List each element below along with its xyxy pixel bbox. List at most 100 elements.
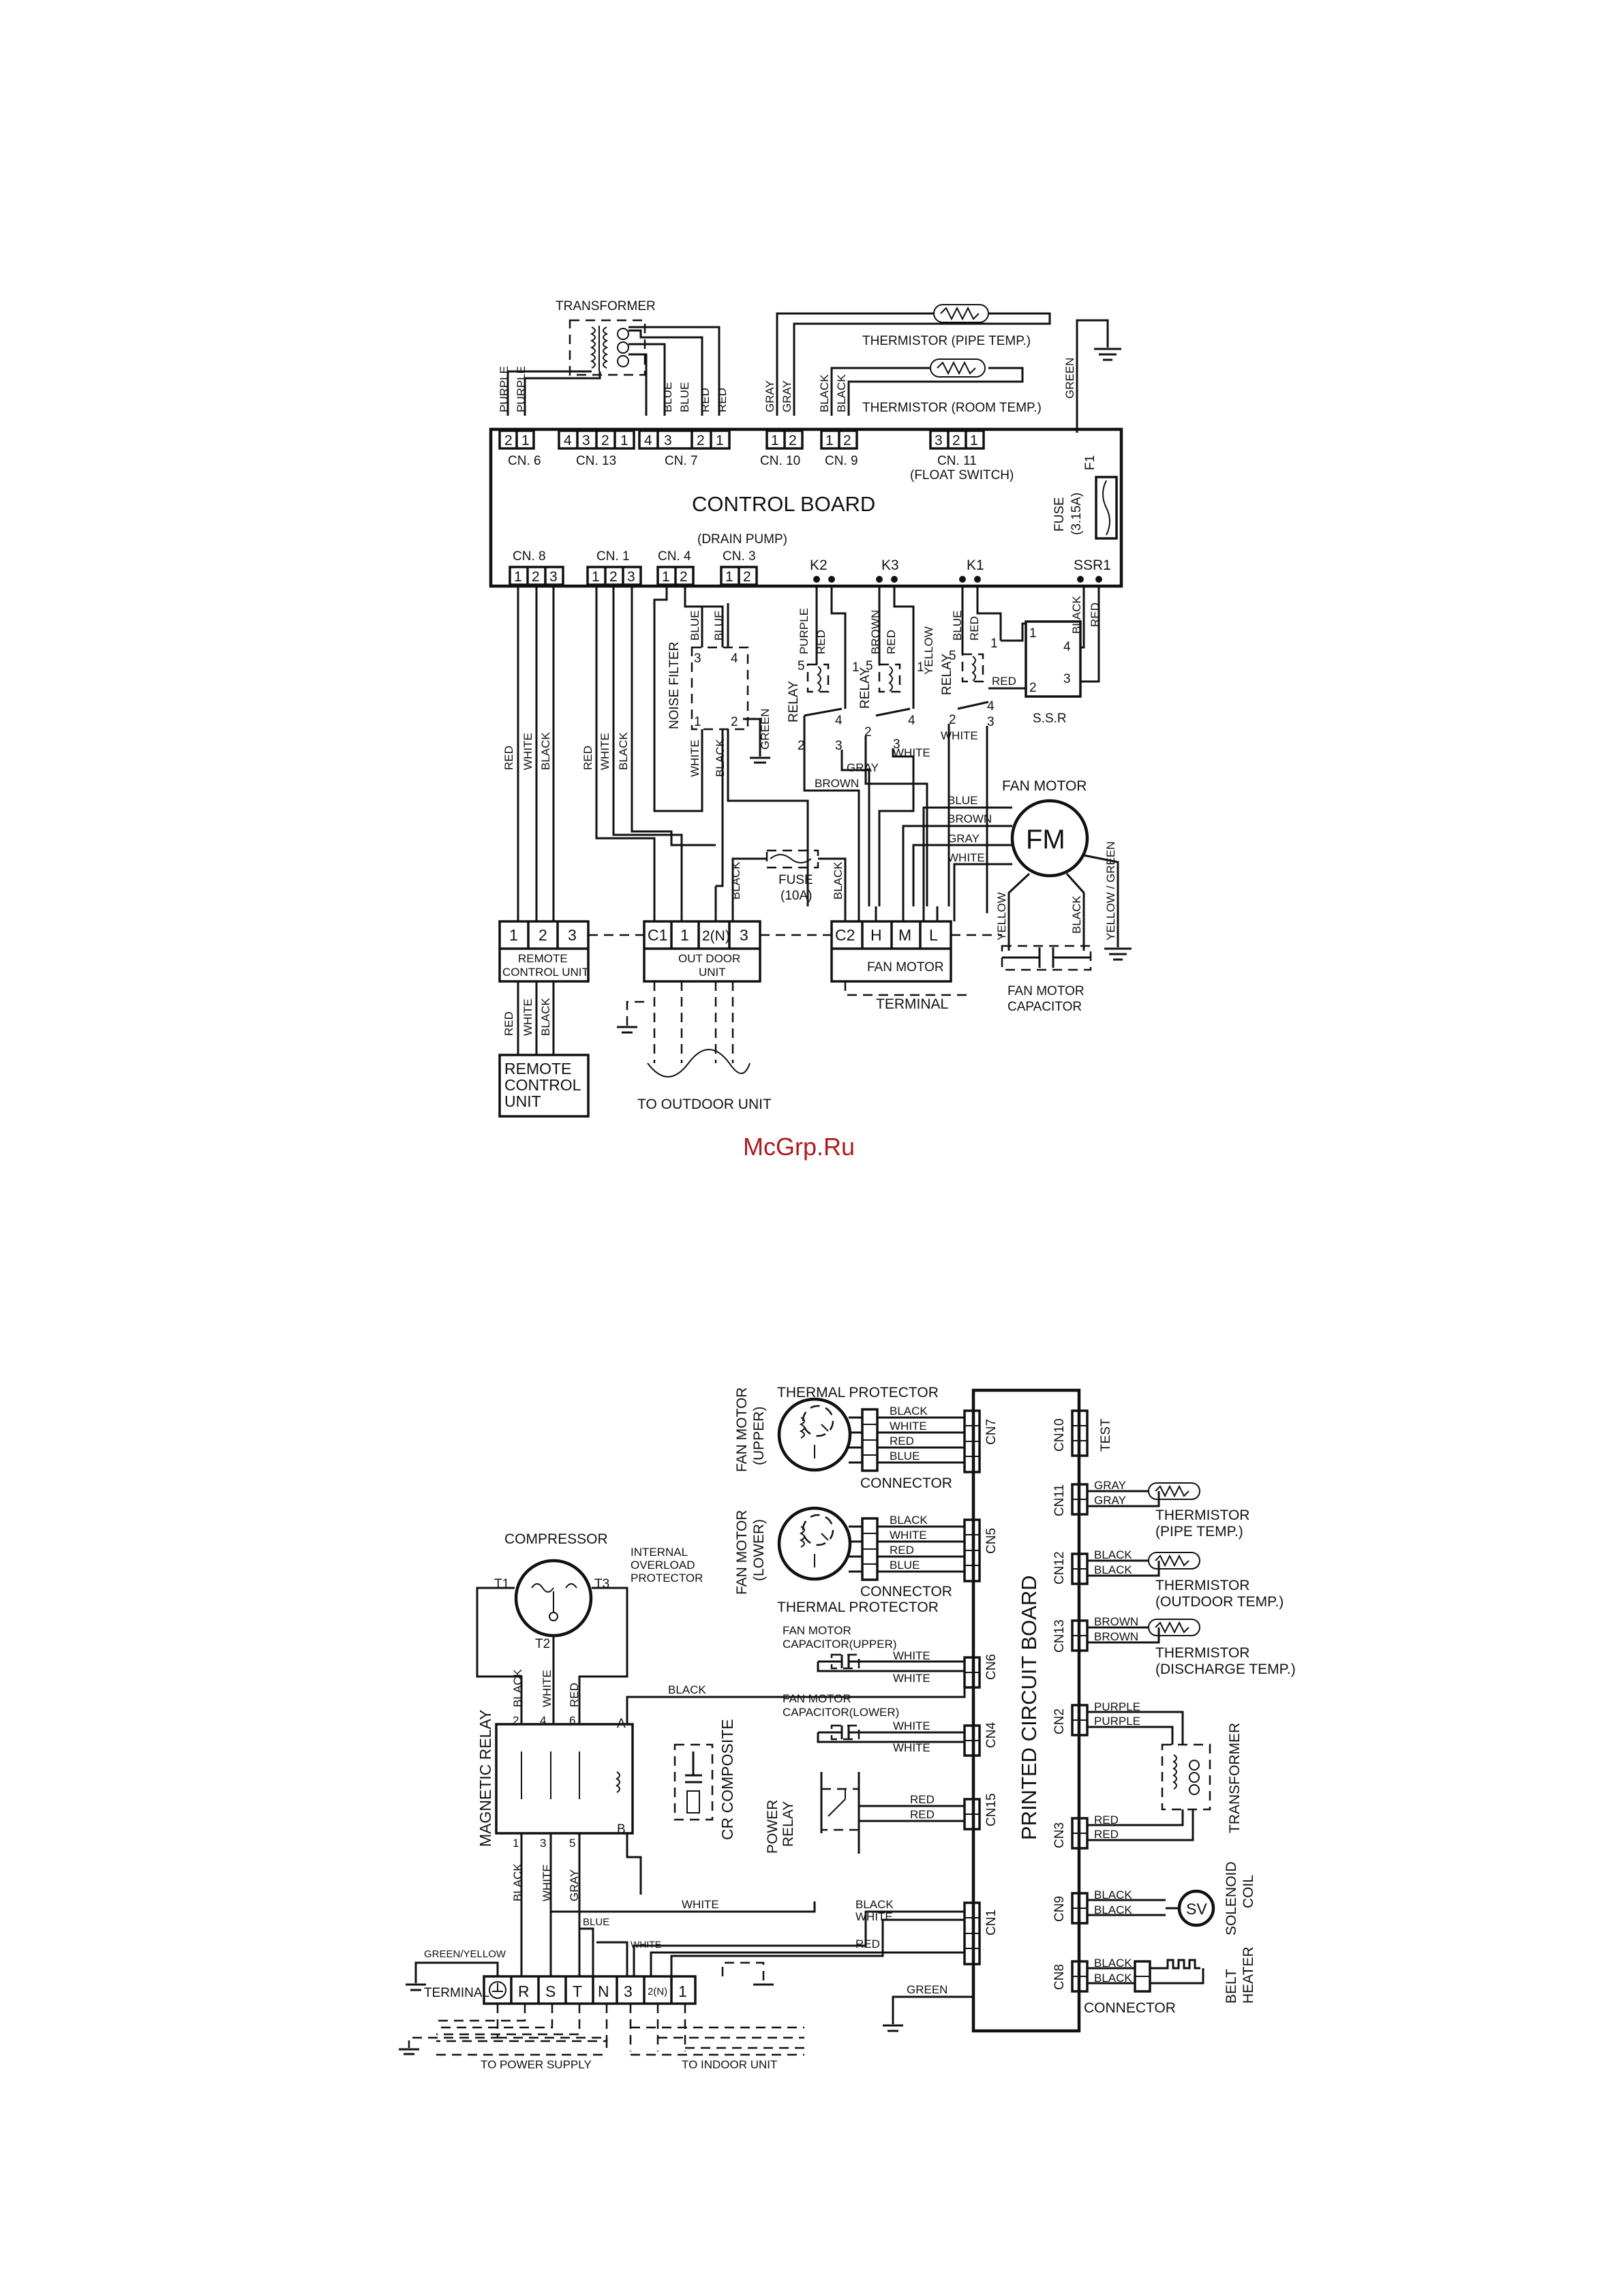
fan-motor: FM FAN MOTOR BLUE BROWN GRAY WHITE YELLO… [902,778,1132,961]
cr-composite: CR COMPOSITE [673,1719,736,1840]
svg-text:BELT: BELT [1224,1969,1239,2004]
svg-text:GREEN: GREEN [907,1983,947,1996]
svg-text:3: 3 [740,926,748,944]
svg-text:2: 2 [680,569,688,585]
svg-text:BLACK: BLACK [1070,896,1083,934]
svg-text:YELLOW: YELLOW [995,892,1008,940]
svg-text:2: 2 [843,433,851,448]
svg-text:CN8: CN8 [1052,1964,1067,1990]
svg-text:RED: RED [1094,1828,1119,1841]
svg-text:H: H [870,926,882,944]
cn6-label: CN. 6 [508,454,541,468]
svg-text:CONTROL UNIT: CONTROL UNIT [502,966,589,979]
svg-text:RELAY: RELAY [858,667,873,709]
svg-text:PROTECTOR: PROTECTOR [631,1572,703,1585]
svg-text:FUSE: FUSE [1052,497,1067,532]
fan-motor-lower: FAN MOTOR (LOWER) BLACK WHITE RED BLUE C… [734,1506,965,1615]
svg-text:RED: RED [1094,1813,1119,1826]
svg-text:NOISE FILTER: NOISE FILTER [667,642,682,729]
to-outdoor-label: TO OUTDOOR UNIT [637,1097,772,1112]
svg-text:BLACK: BLACK [818,374,831,412]
remote-control-unit: REMOTE CONTROL UNIT [498,1054,590,1118]
svg-text:1: 1 [680,926,689,944]
k1-label: K1 [967,557,984,573]
svg-text:GRAY: GRAY [780,380,793,412]
svg-text:RED: RED [1089,602,1102,627]
svg-text:BLACK: BLACK [1094,1957,1132,1970]
svg-text:1: 1 [509,926,518,944]
thermistor-outdoor: BLACK BLACK THERMISTOR (OUTDOOR TEMP.) [1087,1548,1284,1610]
svg-text:BLACK: BLACK [1094,1888,1132,1901]
svg-text:PURPLE: PURPLE [1094,1715,1140,1728]
terminal-remote: 1 2 3 REMOTE CONTROL UNIT [498,906,590,983]
indoor-unit-diagram: TRANSFORMER THERMISTOR (PIPE TEMP.) [489,299,1132,1118]
svg-text:CAPACITOR(UPPER): CAPACITOR(UPPER) [783,1638,897,1651]
terminal-fan-motor: C2 H M L FAN MOTOR [830,906,956,983]
svg-text:4: 4 [644,433,652,448]
fuse-f1: F1 FUSE (3.15A) [1052,455,1118,540]
svg-text:N: N [598,1983,609,2000]
svg-text:TEST: TEST [1099,1418,1113,1452]
svg-text:1: 1 [513,1837,519,1850]
svg-text:S.S.R: S.S.R [1033,711,1067,726]
svg-text:BLACK: BLACK [890,1514,928,1527]
svg-text:3: 3 [987,715,995,729]
thermistor-room-label: THERMISTOR (ROOM TEMP.) [862,401,1042,415]
cn3-label: CN. 3 [723,549,756,564]
svg-text:1: 1 [678,1983,687,2000]
svg-text:BLACK: BLACK [539,732,552,770]
transformer-bottom: PURPLE PURPLE RED RED TRANSFORMER [1087,1700,1243,1841]
svg-text:2: 2 [539,926,547,944]
svg-text:BLACK: BLACK [855,1898,894,1911]
svg-text:T2: T2 [535,1637,550,1651]
svg-text:4: 4 [1063,640,1071,654]
svg-text:CN3: CN3 [1052,1822,1067,1848]
svg-text:BLUE: BLUE [951,611,964,641]
svg-text:1: 1 [521,433,530,448]
watermark: McGrp.Ru [743,1133,855,1161]
terminal-bottom: R S T N 3 2(N) 1 TERMINAL GREEN/YELLOW [406,1948,697,2005]
svg-text:WHITE: WHITE [598,733,611,770]
svg-text:GRAY: GRAY [947,832,980,845]
svg-text:1: 1 [970,433,978,448]
svg-text:CN6: CN6 [984,1654,999,1680]
svg-text:BLACK: BLACK [668,1683,706,1696]
svg-text:(PIPE TEMP.): (PIPE TEMP.) [1155,1524,1243,1540]
svg-text:BLACK: BLACK [1070,596,1083,634]
pcb-left-connectors: CN7 CN5 CN6 CN4 CN15 CN1 [963,1409,999,1965]
svg-text:3: 3 [893,737,900,752]
svg-text:BLUE: BLUE [890,1450,920,1463]
svg-text:UNIT: UNIT [504,1092,541,1110]
svg-text:(UPPER): (UPPER) [751,1407,767,1465]
pcb-right-connectors: CN10 CN11 CN12 CN13 CN2 CN3 CN9 CN8 TEST [1052,1409,1113,1993]
svg-text:WHITE: WHITE [521,733,534,770]
svg-text:1: 1 [725,569,733,585]
svg-text:BLACK: BLACK [1094,1903,1132,1916]
ssr1-label: SSR1 [1074,557,1111,573]
terminal-label: TERMINAL [876,996,948,1012]
svg-text:SV: SV [1186,1900,1207,1918]
to-power-supply-label: TO POWER SUPPLY [481,2058,592,2071]
svg-text:1: 1 [990,637,998,651]
svg-text:3: 3 [582,433,590,448]
svg-text:CONNECTOR: CONNECTOR [860,1475,952,1491]
k3-label: K3 [881,557,899,573]
svg-text:CN5: CN5 [984,1528,999,1554]
svg-text:RED: RED [581,746,594,770]
svg-text:C1: C1 [648,926,667,944]
svg-text:WHITE: WHITE [893,1649,930,1662]
svg-text:GREEN: GREEN [1063,358,1076,399]
svg-text:1: 1 [514,569,522,585]
pcb-label: PRINTED CIRCUIT BOARD [1017,1575,1041,1840]
svg-text:FAN MOTOR: FAN MOTOR [783,1624,851,1637]
svg-text:BLACK: BLACK [729,861,742,900]
thermistor-pipe-label: THERMISTOR (PIPE TEMP.) [862,334,1031,348]
svg-text:CR COMPOSITE: CR COMPOSITE [718,1719,736,1840]
to-indoor-unit-label: TO INDOOR UNIT [682,2058,777,2071]
svg-text:3: 3 [627,569,635,585]
svg-text:2(N): 2(N) [648,1986,667,1997]
svg-text:3: 3 [694,652,701,666]
svg-text:SOLENOID: SOLENOID [1224,1861,1239,1935]
svg-text:2: 2 [601,433,609,448]
